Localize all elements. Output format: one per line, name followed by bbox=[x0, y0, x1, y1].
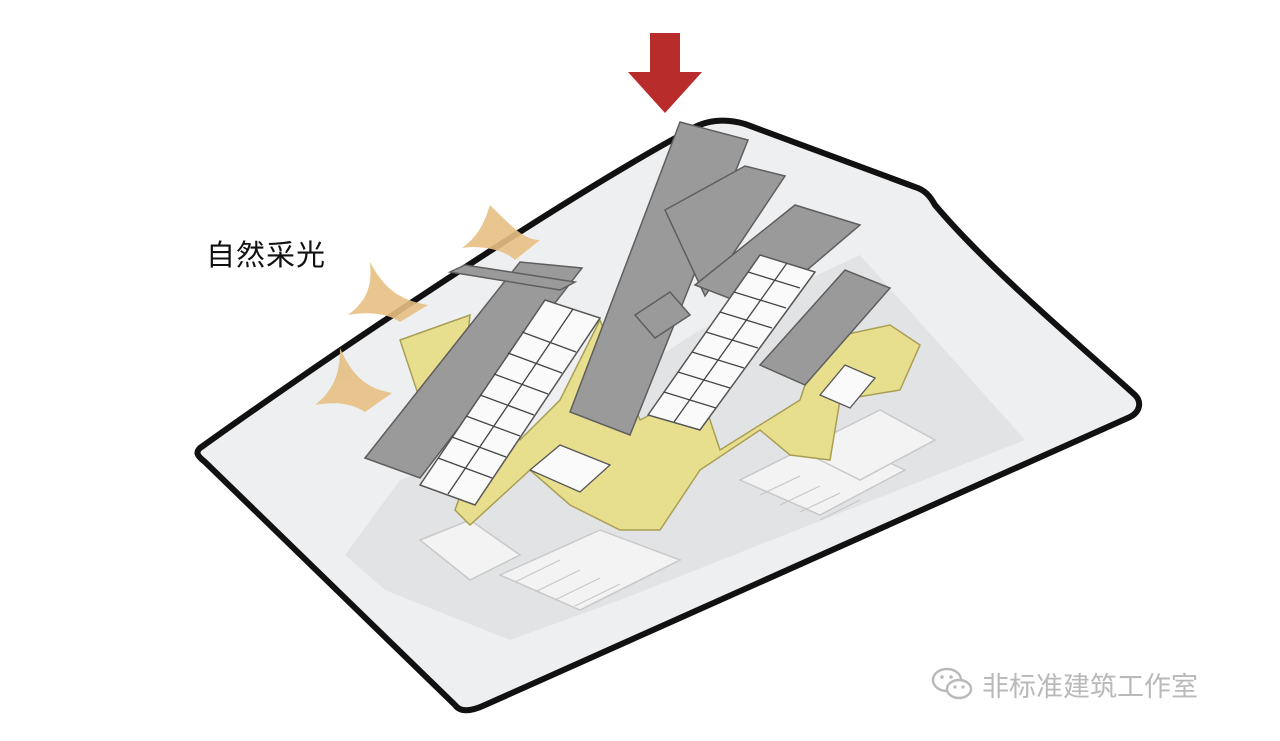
watermark: 非标准建筑工作室 bbox=[930, 664, 1198, 704]
daylight-label: 自然采光 bbox=[206, 232, 326, 274]
watermark-text: 非标准建筑工作室 bbox=[982, 665, 1198, 704]
wechat-icon bbox=[930, 664, 974, 704]
entry-arrow-icon bbox=[628, 33, 702, 113]
